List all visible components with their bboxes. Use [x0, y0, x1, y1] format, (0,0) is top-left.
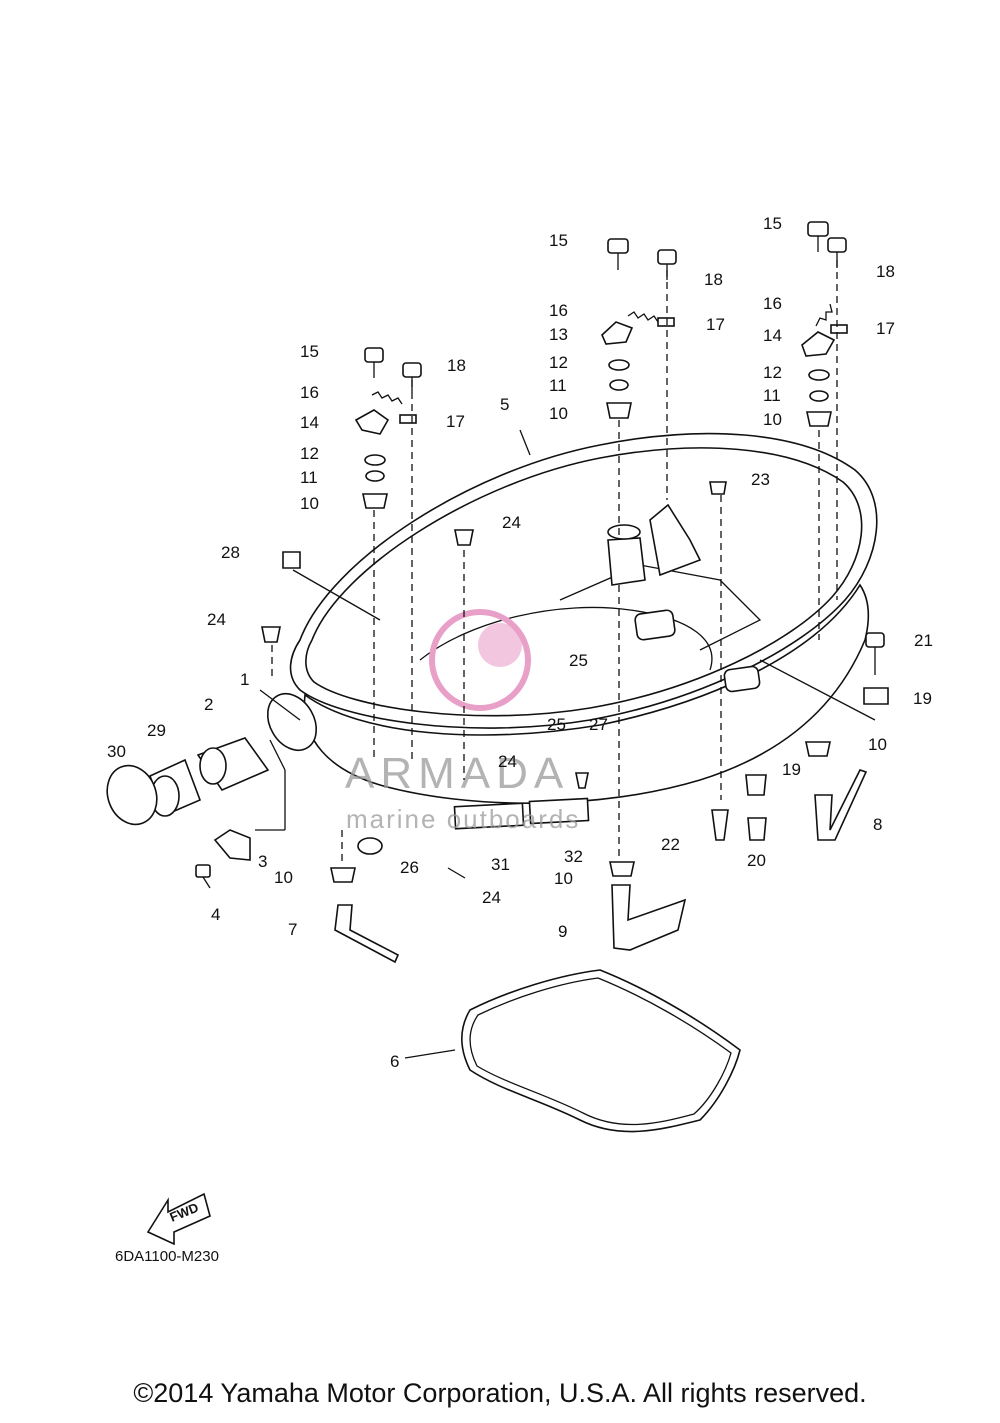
- callout-9: 9: [558, 922, 567, 941]
- fwd-arrow-icon: FWD: [146, 1192, 211, 1246]
- watermark-brand: ARMADA: [345, 749, 569, 798]
- callout-23: 23: [751, 470, 770, 489]
- callout-29: 29: [147, 721, 166, 740]
- callout-22: 22: [661, 835, 680, 854]
- callout-17: 17: [446, 412, 465, 431]
- callout-19: 19: [782, 760, 801, 779]
- callout-24: 24: [207, 610, 226, 629]
- callout-17: 17: [876, 319, 895, 338]
- callout-31: 31: [491, 855, 510, 874]
- callout-20: 20: [747, 851, 766, 870]
- callout-10: 10: [763, 410, 782, 429]
- callout-4: 4: [211, 905, 220, 924]
- callout-24: 24: [482, 888, 501, 907]
- callout-15: 15: [763, 214, 782, 233]
- callout-19: 19: [913, 689, 932, 708]
- callout-6: 6: [390, 1052, 399, 1071]
- callout-26: 26: [400, 858, 419, 877]
- callout-18: 18: [704, 270, 723, 289]
- copyright-notice: ©2014 Yamaha Motor Corporation, U.S.A. A…: [133, 1378, 867, 1408]
- callout-3: 3: [258, 852, 267, 871]
- callout-16: 16: [549, 301, 568, 320]
- callout-1: 1: [240, 670, 249, 689]
- callout-18: 18: [447, 356, 466, 375]
- callout-11: 11: [300, 468, 318, 487]
- callout-15: 15: [300, 342, 319, 361]
- callout-14: 14: [300, 413, 319, 432]
- callout-12: 12: [763, 363, 782, 382]
- gasket: [460, 969, 741, 1133]
- callout-2: 2: [204, 695, 213, 714]
- callout-7: 7: [288, 920, 297, 939]
- callout-11: 11: [549, 376, 567, 395]
- callout-25: 25: [569, 651, 588, 670]
- drawing-code: 6DA1100-M230: [115, 1248, 219, 1265]
- callout-18: 18: [876, 262, 895, 281]
- callout-32: 32: [564, 847, 583, 866]
- callout-17: 17: [706, 315, 725, 334]
- callout-21: 21: [914, 631, 933, 650]
- callout-10: 10: [868, 735, 887, 754]
- leader-lines: [255, 260, 876, 1059]
- callout-14: 14: [763, 326, 782, 345]
- callout-5: 5: [500, 395, 509, 414]
- watermark-logo: [429, 609, 531, 711]
- part-sketches: [106, 221, 889, 964]
- callout-28: 28: [221, 543, 240, 562]
- callout-10: 10: [274, 868, 293, 887]
- callout-8: 8: [873, 815, 882, 834]
- callout-12: 12: [549, 353, 568, 372]
- callout-12: 12: [300, 444, 319, 463]
- callout-10: 10: [549, 404, 568, 423]
- callout-16: 16: [763, 294, 782, 313]
- callout-10: 10: [554, 869, 573, 888]
- callout-11: 11: [763, 386, 781, 405]
- callout-30: 30: [107, 742, 126, 761]
- callout-27: 27: [589, 715, 608, 734]
- callout-13: 13: [549, 325, 568, 344]
- callout-16: 16: [300, 383, 319, 402]
- callouts: 15 18 16 13 17 12 11 10 15 18 16 14 17 1…: [107, 214, 933, 1071]
- watermark-tagline: marine outboards: [346, 804, 580, 834]
- bottom-cowling: [266, 432, 878, 830]
- callout-24: 24: [502, 513, 521, 532]
- callout-10: 10: [300, 494, 319, 513]
- callout-24: 24: [498, 752, 517, 771]
- watermark: ARMADA marine outboards: [345, 609, 580, 834]
- callout-15: 15: [549, 231, 568, 250]
- callout-25: 25: [547, 715, 566, 734]
